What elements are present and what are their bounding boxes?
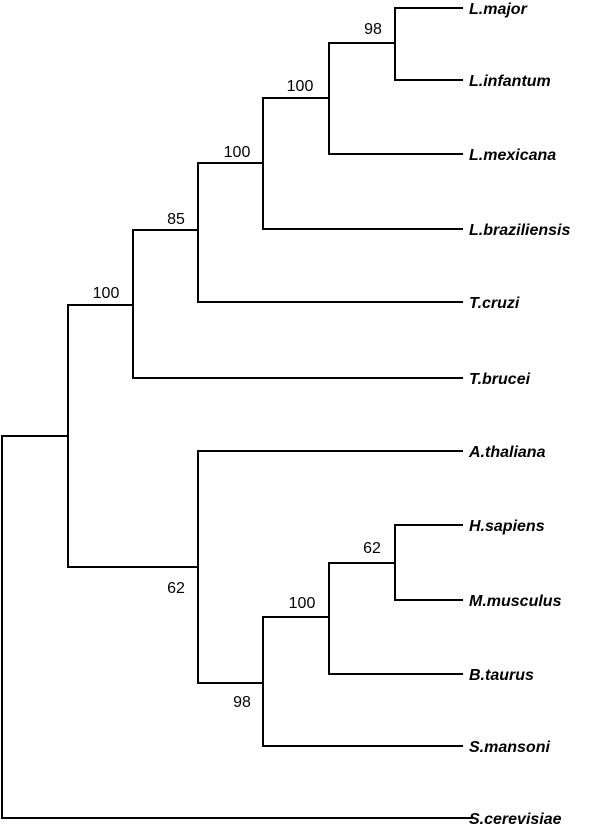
branch-leishmania (262, 97, 463, 230)
support-label: 100 (289, 595, 316, 612)
support-label: 62 (363, 540, 381, 557)
taxon-label-lmexicana: L.mexicana (469, 147, 556, 164)
support-label: 100 (93, 285, 120, 302)
branch-trypanosomatids (132, 229, 463, 379)
branch-major-infantum-mexicana (328, 42, 463, 155)
taxon-label-mmusculus: M.musculus (469, 593, 562, 610)
support-label: 98 (233, 694, 251, 711)
branch-cruzi-leishmania (197, 162, 463, 303)
support-label: 98 (364, 21, 382, 38)
branch-plants-animals (197, 450, 463, 684)
branch-animals (197, 616, 463, 747)
taxon-labels: L.major L.infantum L.mexicana L.brazilie… (468, 1, 570, 828)
taxon-label-tcruzi: T.cruzi (469, 295, 520, 312)
branch-major-infantum (394, 7, 463, 81)
support-label: 85 (167, 211, 185, 228)
branch-ingroup (67, 304, 199, 568)
branch-human-mouse (394, 524, 463, 601)
tree-branches (1, 7, 473, 819)
support-label: 62 (167, 580, 185, 597)
taxon-label-tbrucei: T.brucei (469, 371, 531, 388)
taxon-label-athaliana: A.thaliana (468, 444, 546, 461)
taxon-label-linfantum: L.infantum (469, 73, 551, 90)
taxon-label-scerevisiae: S.cerevisiae (469, 811, 562, 828)
taxon-label-smansoni: S.mansoni (469, 739, 550, 756)
support-label: 100 (287, 78, 314, 95)
support-label: 100 (224, 144, 251, 161)
taxon-label-btaurus: B.taurus (469, 667, 534, 684)
support-values: 98 100 100 85 100 62 100 98 62 (93, 21, 382, 711)
taxon-label-lbraziliensis: L.braziliensis (469, 222, 570, 239)
branch-root (1, 435, 473, 819)
branch-mammals (328, 562, 463, 675)
taxon-label-lmajor: L.major (469, 1, 528, 18)
taxon-label-hsapiens: H.sapiens (469, 518, 545, 535)
